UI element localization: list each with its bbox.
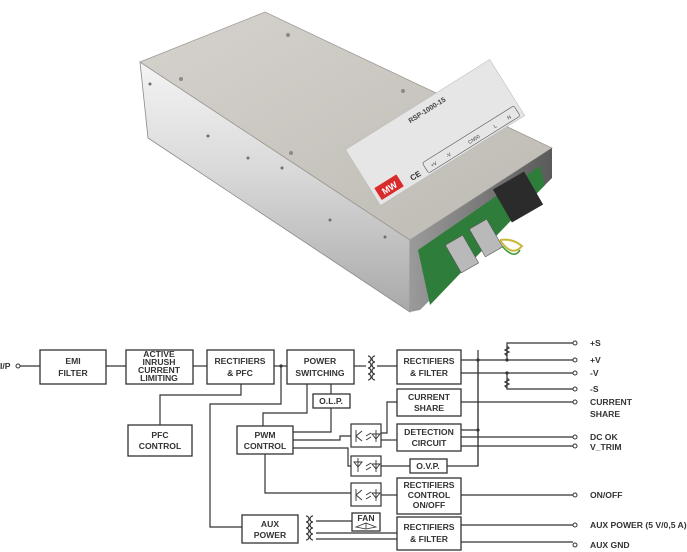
output-current-share: CURRENT: [590, 397, 633, 407]
block-aux-rectifiers-filter: RECTIFIERS & FILTER: [396, 516, 462, 551]
ground-wire: [499, 238, 524, 252]
block-pwm-control: PWM CONTROL: [236, 425, 294, 455]
block-ovp: O.V.P.: [409, 458, 448, 474]
optocoupler: [350, 482, 382, 507]
svg-text:ACTIVE: ACTIVE: [143, 349, 175, 359]
svg-text:CURRENT: CURRENT: [138, 365, 181, 375]
block-olp: O.L.P.: [312, 393, 351, 409]
output-on-off: ON/OFF: [590, 490, 622, 500]
ac-connector: [492, 171, 544, 223]
svg-text:RECTIFIERS: RECTIFIERS: [214, 356, 265, 366]
svg-text:RECTIFIERS: RECTIFIERS: [403, 480, 454, 490]
svg-text:RECTIFIERS: RECTIFIERS: [403, 356, 454, 366]
block-rectifiers-pfc: RECTIFIERS & PFC: [206, 349, 275, 385]
main-transformer-icon: [367, 355, 376, 381]
svg-text:FAN: FAN: [357, 513, 374, 523]
label-mark-l: L: [493, 123, 499, 130]
screw: [179, 77, 183, 81]
terminal-block: [444, 234, 480, 274]
product-label: MW RSP-1000-15 CE +V -V CN50 L N: [345, 59, 526, 206]
output-minus-v: -V: [590, 368, 599, 378]
block-active-inrush: ACTIVE INRUSH CURRENT LIMITING: [125, 349, 194, 385]
block-power-switching: POWER SWITCHING: [286, 349, 355, 385]
aux-transformer-icon: [305, 515, 314, 541]
svg-text:CURRENT: CURRENT: [408, 392, 451, 402]
svg-text:CONTROL: CONTROL: [139, 441, 182, 451]
svg-text:POWER: POWER: [254, 530, 287, 540]
optocoupler: [350, 423, 382, 448]
svg-text:LIMITING: LIMITING: [140, 373, 178, 383]
screw: [289, 151, 293, 155]
block-aux-power: AUX POWER: [241, 514, 299, 544]
svg-text:INRUSH: INRUSH: [143, 357, 176, 367]
svg-text:DETECTION: DETECTION: [404, 427, 454, 437]
brand-logo: [374, 174, 404, 201]
svg-text:PWM: PWM: [254, 430, 275, 440]
label-mark-cn50: CN50: [467, 134, 481, 146]
svg-text:AUX: AUX: [261, 519, 279, 529]
svg-text:SWITCHING: SWITCHING: [295, 368, 344, 378]
svg-text:FILTER: FILTER: [58, 368, 88, 378]
svg-text:SHARE: SHARE: [414, 403, 444, 413]
sense-resistor-icon: [503, 377, 511, 389]
svg-text:& FILTER: & FILTER: [410, 534, 449, 544]
svg-text:& FILTER: & FILTER: [410, 368, 449, 378]
svg-text:O.L.P.: O.L.P.: [319, 396, 343, 406]
label-mark-plus-v: +V: [430, 160, 439, 169]
label-mark-minus-v: -V: [445, 151, 453, 159]
output-terminals: [572, 340, 578, 548]
fan-icon: [354, 522, 378, 530]
block-rectifiers-control: RECTIFIERS CONTROL ON/OFF: [396, 477, 462, 515]
block-pfc-control: PFC CONTROL: [127, 424, 193, 457]
svg-text:CIRCUIT: CIRCUIT: [412, 438, 448, 448]
block-diagram: I/P EMI FILTER ACTIVE INRUSH CURRENT LIM…: [0, 338, 687, 551]
input-terminal: [15, 363, 21, 369]
wires: [20, 342, 573, 543]
block-fan: FAN: [351, 512, 381, 532]
svg-text:POWER: POWER: [304, 356, 337, 366]
output-aux-gnd: AUX GND: [590, 540, 630, 550]
optocoupler: [350, 455, 382, 477]
product-photo: MW RSP-1000-15 CE +V -V CN50 L N: [139, 11, 553, 313]
ground-wire: [501, 245, 521, 255]
junctions: [279, 358, 509, 432]
side-holes: [148, 82, 387, 239]
output-dc-ok: DC OK: [590, 432, 618, 442]
terminal-block: [468, 218, 504, 258]
sense-resistor-icon: [503, 345, 511, 357]
svg-text:CONTROL: CONTROL: [408, 490, 451, 500]
svg-text:ON/OFF: ON/OFF: [413, 500, 445, 510]
block-rectifiers-filter: RECTIFIERS & FILTER: [396, 349, 462, 385]
svg-text:CONTROL: CONTROL: [244, 441, 287, 451]
screw: [401, 89, 405, 93]
output-v-trim: V_TRIM: [590, 442, 622, 452]
output-plus-v: +V: [590, 355, 601, 365]
output-plus-s: +S: [590, 338, 601, 348]
screw: [286, 33, 290, 37]
block-detection-circuit: DETECTION CIRCUIT: [396, 423, 462, 452]
svg-text:EMI: EMI: [65, 356, 80, 366]
svg-text:& PFC: & PFC: [227, 368, 253, 378]
label-mark-n: N: [506, 114, 513, 121]
svg-text:O.V.P.: O.V.P.: [416, 461, 439, 471]
output-minus-s: -S: [590, 384, 599, 394]
block-emi-filter: EMI FILTER: [39, 349, 107, 385]
block-current-share: CURRENT SHARE: [396, 388, 462, 417]
output-aux-power: AUX POWER (5 V/0,5 A): [590, 520, 687, 530]
output-current-share-2: SHARE: [590, 409, 620, 419]
svg-text:PFC: PFC: [151, 430, 168, 440]
input-label: I/P: [0, 361, 11, 371]
svg-text:RECTIFIERS: RECTIFIERS: [403, 522, 454, 532]
